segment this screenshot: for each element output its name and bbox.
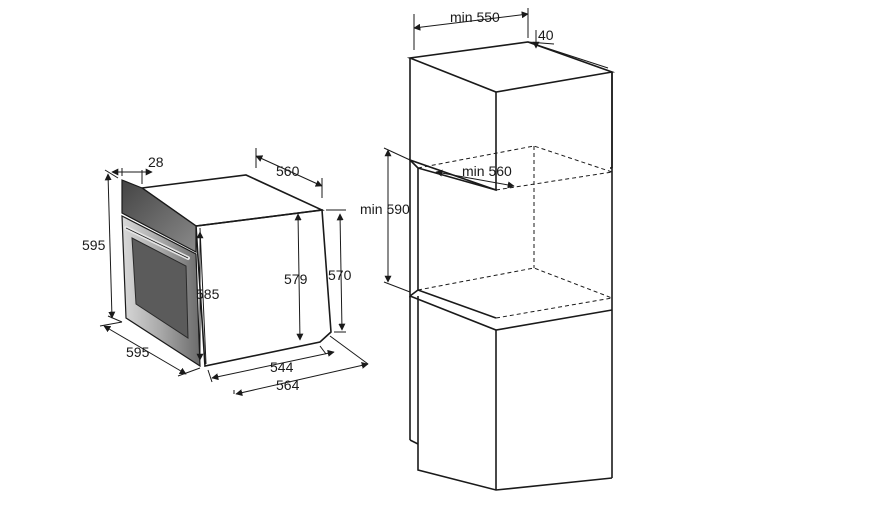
oven-window bbox=[131, 237, 189, 339]
oven-dimensions: 28 560 595 585 579 570 595 544 bbox=[82, 148, 369, 397]
dim-cabinet-width-top: min 550 bbox=[450, 9, 500, 25]
dim-oven-width-front: 595 bbox=[126, 344, 150, 360]
dim-oven-height-side-inner: 579 bbox=[284, 271, 308, 287]
dim-oven-height-side-outer: 570 bbox=[328, 267, 352, 283]
dim-oven-depth-top: 28 bbox=[148, 154, 164, 170]
dim-oven-depth-bottom-inner: 544 bbox=[270, 359, 294, 375]
cabinet-top bbox=[406, 41, 616, 93]
cabinet-drawing bbox=[406, 41, 616, 491]
dim-cabinet-opening-depth: min 560 bbox=[462, 163, 512, 179]
oven-side bbox=[195, 209, 332, 367]
control-panel bbox=[121, 179, 197, 253]
dim-cabinet-gap-top: 40 bbox=[538, 27, 554, 43]
dim-oven-depth-side: 560 bbox=[276, 163, 300, 179]
cabinet-dimensions: min 550 40 min 560 min 590 bbox=[360, 8, 555, 293]
dim-oven-height-front: 595 bbox=[82, 237, 106, 253]
dim-oven-depth-bottom-outer: 564 bbox=[276, 377, 300, 393]
dim-cabinet-opening-height: min 590 bbox=[360, 201, 410, 217]
dim-oven-height-inner: 585 bbox=[196, 286, 220, 302]
